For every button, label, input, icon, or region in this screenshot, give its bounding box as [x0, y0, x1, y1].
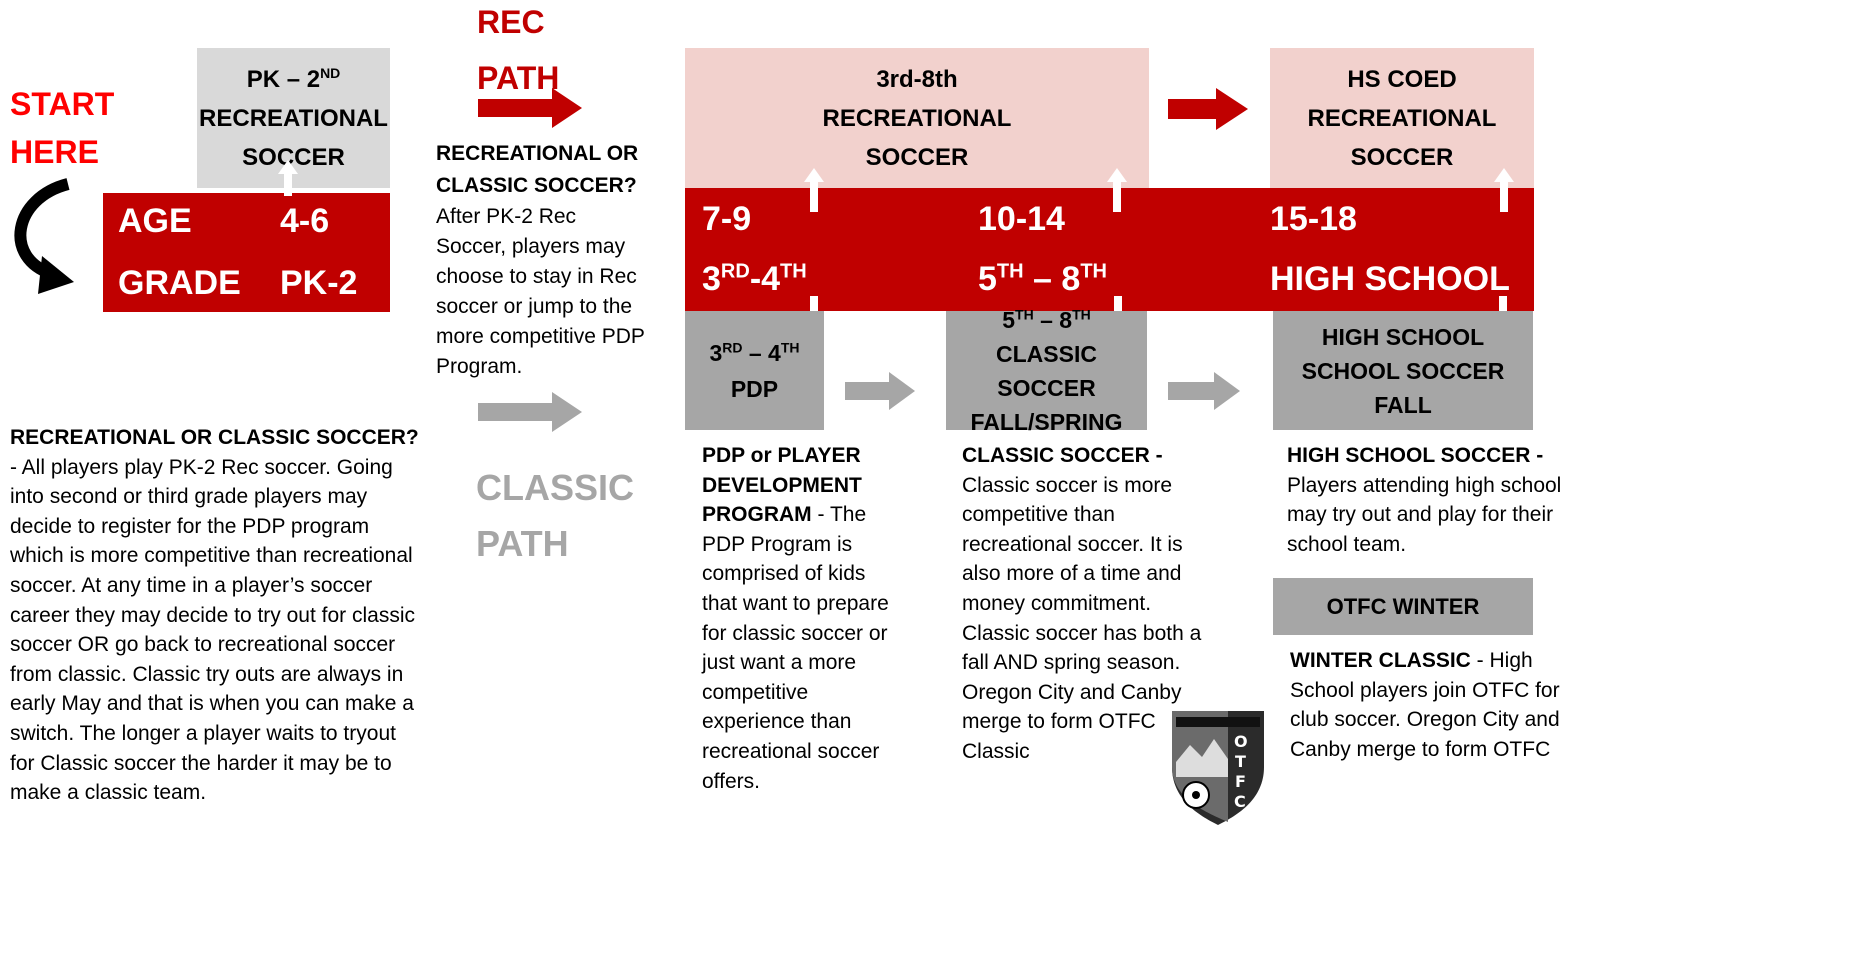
age-label: AGE	[118, 202, 192, 240]
winter-info-title: WINTER CLASSIC	[1290, 649, 1471, 672]
choice-title1: RECREATIONAL OR	[436, 142, 639, 165]
col1-grade: 3RD-4TH	[702, 260, 807, 299]
age-grade-band-main	[685, 188, 1534, 311]
hs-info-body: Players attending high school may try ou…	[1287, 473, 1562, 556]
rec-path-arrow-icon	[478, 88, 582, 128]
hs-info: HIGH SCHOOL SOCCER - Players attending h…	[1287, 441, 1567, 559]
classic-info: CLASSIC SOCCER - Classic soccer is more …	[962, 441, 1212, 767]
curved-arrow-icon	[14, 178, 74, 294]
rec38-line3: SOCCER	[865, 143, 969, 171]
up-arrow-icon-col1	[804, 168, 824, 212]
pk2-line1: PK – 2ND	[247, 60, 341, 99]
left-info-paragraph: RECREATIONAL OR CLASSIC SOCCER? - All pl…	[10, 423, 420, 808]
grade-label: GRADE	[118, 264, 241, 302]
logo-letter-f: F	[1235, 772, 1246, 791]
otfc-logo: O T F C	[1172, 711, 1264, 825]
pk2-line2: RECREATIONAL	[199, 104, 388, 132]
classic-asup: TH	[1015, 305, 1034, 322]
classic-soccer-box: 5TH – 8TH CLASSIC SOCCER FALL/SPRING	[946, 307, 1147, 435]
col2-grade-bsup: TH	[1080, 260, 1107, 283]
pk2-line3: SOCCER	[242, 143, 345, 171]
col1-grade-asup: RD	[720, 260, 750, 283]
rec-path-label: REC PATH	[477, 0, 559, 106]
classic-path-label: CLASSIC PATH	[476, 460, 634, 572]
hs-info-title: HIGH SCHOOL SOCCER -	[1287, 444, 1544, 467]
pdp-info-title: PDP or PLAYER DEVELOPMENT PROGRAM	[702, 444, 862, 527]
pdp-asup: RD	[722, 338, 743, 355]
classic-line3: FALL/SPRING	[970, 408, 1123, 435]
col1-grade-bsup: TH	[780, 260, 807, 283]
col2-grade-a: 5	[978, 260, 997, 298]
classic-b: – 8	[1033, 306, 1073, 333]
classic-path-line1: CLASSIC	[476, 467, 635, 508]
hscoed-line1: HS COED	[1347, 65, 1457, 93]
left-info-title: RECREATIONAL OR CLASSIC SOCCER?	[10, 426, 419, 449]
start-line1: START	[10, 86, 115, 122]
age-value: 4-6	[280, 202, 330, 240]
pk2-line1-text: PK – 2	[246, 65, 321, 93]
classic-line2: CLASSIC SOCCER	[996, 340, 1097, 401]
hscoed-line3: SOCCER	[1350, 143, 1454, 171]
pdp-line2: PDP	[730, 375, 779, 402]
classic-info-title: CLASSIC SOCCER -	[962, 444, 1163, 467]
pk2-line1-sup: ND	[320, 64, 341, 81]
choice-text: RECREATIONAL OR CLASSIC SOCCER? After PK…	[436, 138, 648, 382]
start-line2: HERE	[10, 134, 99, 170]
rec-path-line2: PATH	[477, 60, 560, 96]
classic-info-body: Classic soccer is more competitive than …	[962, 473, 1202, 763]
col2-grade-b: – 8	[1023, 260, 1081, 298]
up-arrow-icon	[278, 160, 298, 196]
hs-line1: HIGH SCHOOL	[1321, 323, 1485, 350]
otfc-winter-box: OTFC WINTER	[1273, 578, 1533, 635]
pdp-to-classic-arrow-icon	[845, 372, 915, 410]
up-arrow-icon-col3	[1494, 168, 1514, 212]
pdp-line1: 3RD – 4TH	[709, 335, 799, 371]
pdp-info-body: - The PDP Program is comprised of kids t…	[702, 503, 889, 793]
hs-coed-rec-box: HS COED RECREATIONAL SOCCER	[1270, 48, 1534, 188]
rec38-line2: RECREATIONAL	[822, 104, 1012, 132]
winter-info: WINTER CLASSIC - High School players joi…	[1290, 646, 1560, 764]
classic-to-hs-arrow-icon	[1168, 372, 1240, 410]
pdp-box: 3RD – 4TH PDP	[685, 311, 824, 430]
winter-line1: OTFC WINTER	[1326, 594, 1480, 619]
choice-body: After PK-2 Rec Soccer, players may choos…	[436, 205, 645, 378]
pdp-b: – 4	[742, 339, 781, 366]
pk2-rec-soccer-box: PK – 2ND RECREATIONAL SOCCER	[197, 48, 390, 188]
hs-school-soccer-box: HIGH SCHOOL SCHOOL SOCCER FALL	[1273, 311, 1533, 430]
col1-grade-b: -4	[749, 260, 781, 298]
rec38-line1: 3rd-8th	[876, 65, 958, 93]
pdp-bsup: TH	[780, 338, 800, 355]
winter-info-body: - High School players join OTFC for club…	[1290, 649, 1560, 761]
col3-age: 15-18	[1270, 200, 1357, 238]
start-here-label: START HERE	[10, 80, 114, 176]
classic-path-line2: PATH	[476, 523, 569, 564]
col2-age: 10-14	[978, 200, 1065, 238]
col2-grade-asup: TH	[996, 260, 1024, 283]
col1-age: 7-9	[702, 200, 752, 238]
left-info-body: - All players play PK-2 Rec soccer. Goin…	[10, 455, 415, 805]
pdp-info: PDP or PLAYER DEVELOPMENT PROGRAM - The …	[702, 441, 902, 796]
hscoed-line2: RECREATIONAL	[1307, 104, 1497, 132]
classic-a: 5	[1002, 306, 1016, 333]
pdp-a: 3	[709, 339, 723, 366]
col1-grade-a: 3	[702, 260, 721, 298]
rec-to-hs-arrow-icon	[1168, 88, 1248, 130]
col3-grade: HIGH SCHOOL	[1270, 260, 1510, 298]
col2-grade: 5TH – 8TH	[978, 260, 1107, 299]
logo-letter-c: C	[1234, 792, 1246, 811]
classic-line1: 5TH – 8TH	[1002, 303, 1091, 337]
hs-line3: FALL	[1374, 391, 1432, 418]
hs-line2: SCHOOL SOCCER	[1301, 357, 1505, 384]
logo-letter-t: T	[1235, 752, 1246, 771]
grade-value: PK-2	[280, 264, 358, 302]
logo-letter-o: O	[1234, 732, 1248, 751]
age-grade-band-left	[103, 193, 390, 312]
classic-path-arrow-icon	[478, 392, 582, 432]
choice-title2: CLASSIC SOCCER?	[436, 174, 637, 197]
rec-3-8-box: 3rd-8th RECREATIONAL SOCCER	[685, 48, 1149, 188]
rec-path-line1: REC	[477, 4, 545, 40]
classic-bsup: TH	[1072, 305, 1091, 322]
up-arrow-icon-col2	[1107, 168, 1127, 212]
